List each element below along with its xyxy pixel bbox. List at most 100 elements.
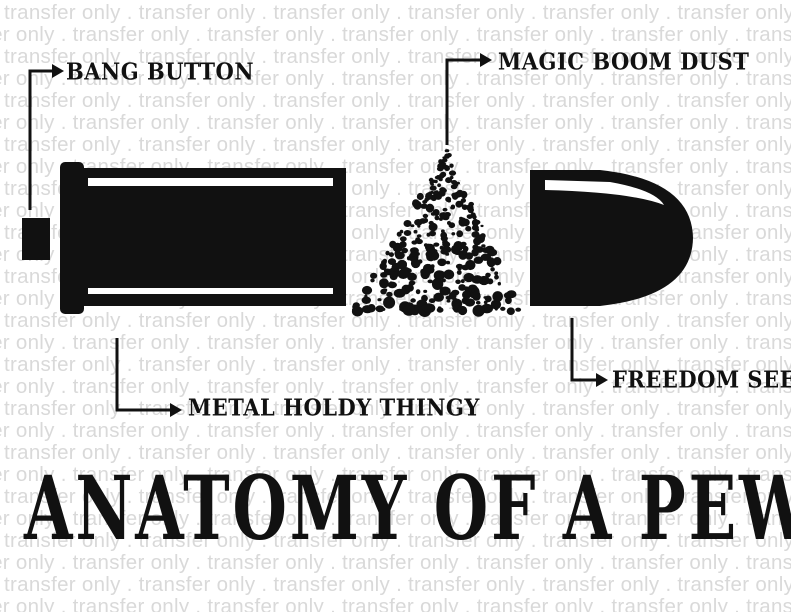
powder-grain: [451, 232, 456, 236]
powder-grain: [392, 269, 397, 272]
powder-grain: [448, 170, 457, 176]
powder-grain: [422, 303, 436, 313]
powder-grain: [377, 298, 382, 302]
metal-holdy-thingy-arrow-line: [115, 338, 170, 412]
powder-grain: [472, 275, 483, 284]
powder-grain: [380, 272, 388, 278]
powder-grain: [500, 306, 506, 311]
powder-grain: [429, 230, 436, 237]
powder-grain: [420, 203, 428, 209]
powder-grain: [439, 286, 451, 296]
powder-grain: [485, 273, 491, 277]
powder-grain: [416, 234, 422, 238]
watermark-line: transfer only . transfer only . transfer…: [4, 353, 791, 376]
powder-grain: [375, 305, 385, 313]
bang-button-arrow-line: [28, 69, 52, 210]
powder-grain: [445, 260, 451, 265]
powder-grain: [439, 212, 449, 219]
page-title: ANATOMY OF A PEW: [24, 456, 791, 560]
powder-grain: [379, 262, 387, 271]
powder-grain: [438, 190, 445, 195]
powder-grain: [457, 306, 465, 314]
powder-grain: [386, 291, 393, 298]
powder-grain: [455, 279, 461, 285]
powder-grain: [461, 264, 470, 271]
powder-grain: [385, 250, 390, 256]
powder-grain: [486, 257, 496, 268]
powder-grain: [437, 258, 447, 267]
powder-grain: [425, 243, 435, 254]
powder-grain: [370, 278, 375, 283]
bullet-highlight: [545, 180, 664, 205]
watermark-line: transfer only . transfer only . transfer…: [0, 463, 791, 486]
powder-grain: [361, 285, 373, 295]
powder-grain: [393, 288, 406, 298]
powder-grain: [449, 175, 454, 180]
watermark-line: transfer only . transfer only . transfer…: [0, 595, 791, 612]
watermark-line: transfer only . transfer only . transfer…: [0, 419, 791, 442]
powder-grain: [450, 206, 455, 210]
powder-grain: [401, 242, 407, 247]
metal-holdy-thingy-arrow-head: [170, 403, 182, 417]
cartridge-case-shape: [60, 162, 346, 314]
powder-grain: [431, 278, 444, 290]
freedom-seed-arrow-head: [596, 373, 608, 387]
powder-grain: [421, 268, 432, 276]
powder-grain: [403, 230, 412, 236]
powder-grain: [429, 185, 437, 191]
powder-grain: [407, 272, 417, 281]
powder-grain: [448, 291, 457, 300]
powder-grain: [361, 296, 371, 304]
powder-grain: [494, 271, 499, 276]
watermark-line: transfer only . transfer only . transfer…: [0, 111, 791, 134]
primer-shape: [22, 218, 50, 260]
watermark-line: transfer only . transfer only . transfer…: [0, 507, 791, 530]
powder-grain: [433, 242, 440, 247]
powder-grain: [386, 271, 391, 276]
powder-grain: [387, 281, 397, 289]
powder-grain: [395, 243, 400, 249]
powder-grain: [442, 164, 449, 170]
powder-grain: [475, 300, 481, 305]
powder-grain: [379, 279, 384, 284]
watermark-line: transfer only . transfer only . transfer…: [4, 45, 791, 68]
powder-grain: [442, 156, 446, 159]
powder-grain: [473, 237, 482, 246]
powder-grain: [494, 274, 499, 280]
powder-grain: [465, 225, 472, 232]
powder-grain: [416, 192, 424, 201]
powder-grain: [410, 224, 415, 228]
powder-grain: [428, 298, 436, 304]
powder-grain: [451, 180, 458, 185]
watermark-line: transfer only . transfer only . transfer…: [4, 397, 791, 420]
powder-grain: [413, 229, 418, 234]
powder-grain: [437, 183, 441, 188]
powder-grain: [448, 222, 456, 229]
powder-grain: [398, 260, 407, 270]
powder-grain: [399, 307, 404, 311]
powder-grain: [474, 228, 480, 232]
powder-grain: [497, 281, 501, 286]
magic-boom-dust-arrow-head: [480, 53, 492, 67]
powder-grain: [460, 279, 465, 284]
powder-grain: [441, 278, 446, 283]
powder-grain: [364, 294, 368, 299]
powder-grain: [480, 233, 486, 239]
powder-grain: [456, 270, 462, 275]
powder-grain: [440, 248, 449, 255]
watermark-line: transfer only . transfer only . transfer…: [0, 67, 791, 90]
powder-grain: [428, 222, 438, 232]
powder-grain: [402, 305, 416, 316]
watermark-line: transfer only . transfer only . transfer…: [4, 485, 791, 508]
powder-grain: [410, 256, 417, 263]
powder-grain: [388, 252, 394, 257]
powder-grain: [444, 149, 450, 153]
powder-grain: [461, 197, 466, 202]
powder-grain: [403, 220, 412, 227]
powder-grain: [443, 269, 455, 280]
powder-grain: [415, 289, 421, 295]
powder-grain: [415, 238, 423, 245]
bullet-shape: [530, 170, 693, 306]
powder-pile-shape: [351, 149, 522, 317]
watermark-line: transfer only . transfer only . transfer…: [4, 529, 791, 552]
